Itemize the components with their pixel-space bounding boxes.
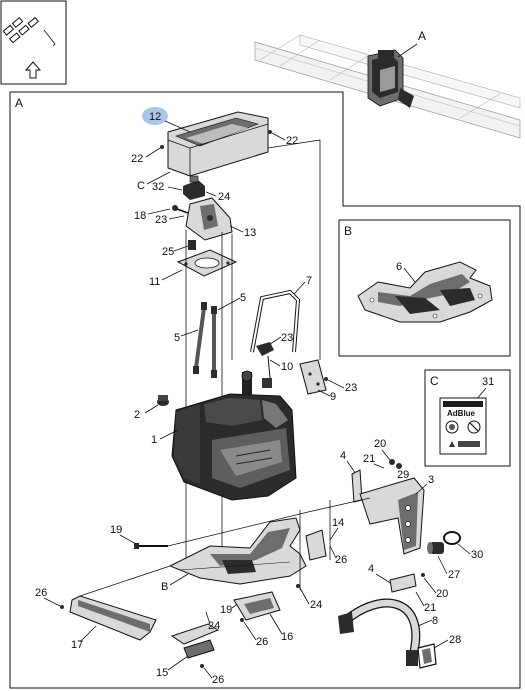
part-4-bracket-bottom xyxy=(389,573,417,593)
part-14-plate xyxy=(305,529,327,561)
callout-b-detail: B xyxy=(161,581,168,593)
callout-18: 18 xyxy=(134,210,146,222)
callout-4-top: 4 xyxy=(340,450,346,462)
callout-21-top: 21 xyxy=(363,453,375,465)
callout-10: 10 xyxy=(281,361,293,373)
callout-23-top: 23 xyxy=(155,214,167,226)
callout-5-left: 5 xyxy=(174,332,180,344)
callout-21-bottom: 21 xyxy=(424,602,436,614)
part-3-mounting-bracket xyxy=(359,477,425,555)
panel-a-label: A xyxy=(15,96,23,110)
callout-26-right: 26 xyxy=(335,554,347,566)
callout-5-right: 5 xyxy=(240,292,246,304)
frame-overview-illustration xyxy=(254,34,521,139)
part-27-bushing xyxy=(427,542,444,554)
callout-11: 11 xyxy=(149,276,160,288)
part-17-bracket xyxy=(69,595,157,641)
callout-31: 31 xyxy=(482,376,494,388)
callout-25: 25 xyxy=(162,246,174,258)
part-15-bracket xyxy=(170,623,220,659)
callout-4-bottom: 4 xyxy=(368,563,374,575)
orientation-icon xyxy=(0,0,67,85)
callout-8: 8 xyxy=(432,615,438,627)
panel-b-label: B xyxy=(344,224,352,238)
callout-23-mid: 23 xyxy=(281,332,293,344)
part-25-fitting xyxy=(188,240,196,250)
callout-23-right: 23 xyxy=(345,382,357,394)
callout-30: 30 xyxy=(471,549,483,561)
callout-c-detail: C xyxy=(137,180,145,192)
part-2-cap xyxy=(157,395,169,406)
part-16-bracket xyxy=(233,591,281,621)
callout-20-bottom: 20 xyxy=(436,588,448,600)
callout-16: 16 xyxy=(281,631,293,643)
callout-29: 29 xyxy=(397,469,409,481)
callout-24-bottom: 24 xyxy=(208,620,220,632)
part-13-bracket xyxy=(185,197,233,241)
callout-26-mid: 26 xyxy=(256,636,268,648)
part-4-bracket-top xyxy=(351,469,363,503)
callout-13: 13 xyxy=(244,227,256,239)
callout-24-top: 24 xyxy=(218,191,230,203)
panel-c-label: C xyxy=(430,374,439,388)
callout-highlight xyxy=(142,107,168,125)
part-12-top-cover xyxy=(167,111,269,177)
panel-a-frame xyxy=(9,91,521,689)
callout-3: 3 xyxy=(428,474,434,486)
callout-22-left: 22 xyxy=(131,153,143,165)
callout-9: 9 xyxy=(330,391,336,403)
callout-19-left: 19 xyxy=(110,524,122,536)
callout-24-right: 24 xyxy=(310,599,322,611)
part-8-hose xyxy=(338,598,421,666)
support-bracket-b xyxy=(168,517,307,585)
part-11-mounting-plate xyxy=(176,249,238,277)
adblue-label-text: AdBlue xyxy=(447,409,476,418)
part-5-hose-right xyxy=(211,306,217,378)
part-9-cover xyxy=(299,359,327,395)
callout-15: 15 xyxy=(156,667,168,679)
callout-27: 27 xyxy=(448,569,460,581)
part-5-hose-left xyxy=(193,302,207,374)
callout-14: 14 xyxy=(332,517,344,529)
callout-26-bottom: 26 xyxy=(212,674,224,686)
callout-32: 32 xyxy=(152,181,164,193)
part-28-clip xyxy=(417,643,437,669)
callout-2: 2 xyxy=(134,409,140,421)
part-10-clip xyxy=(256,342,274,379)
part-19-bolt xyxy=(134,543,168,549)
part-29-bolt xyxy=(389,459,402,469)
part-7-strap xyxy=(250,289,301,353)
callout-7: 7 xyxy=(306,275,312,287)
callout-12: 12 xyxy=(149,111,161,123)
callout-26-left: 26 xyxy=(35,587,47,599)
callout-1: 1 xyxy=(151,434,157,446)
adblue-label-sticker: AdBlue xyxy=(439,397,487,455)
callout-6: 6 xyxy=(396,261,402,273)
callout-28: 28 xyxy=(449,634,461,646)
part-32-sensor xyxy=(183,175,205,200)
support-bracket-detail xyxy=(357,261,493,323)
part-18-bolt xyxy=(172,205,189,214)
part-1-adblue-tank xyxy=(171,370,297,501)
callout-19-bottom: 19 xyxy=(220,604,232,616)
callout-20-top: 20 xyxy=(374,438,386,450)
overview-callout-label: A xyxy=(418,29,426,43)
part-30-ring xyxy=(443,531,461,545)
